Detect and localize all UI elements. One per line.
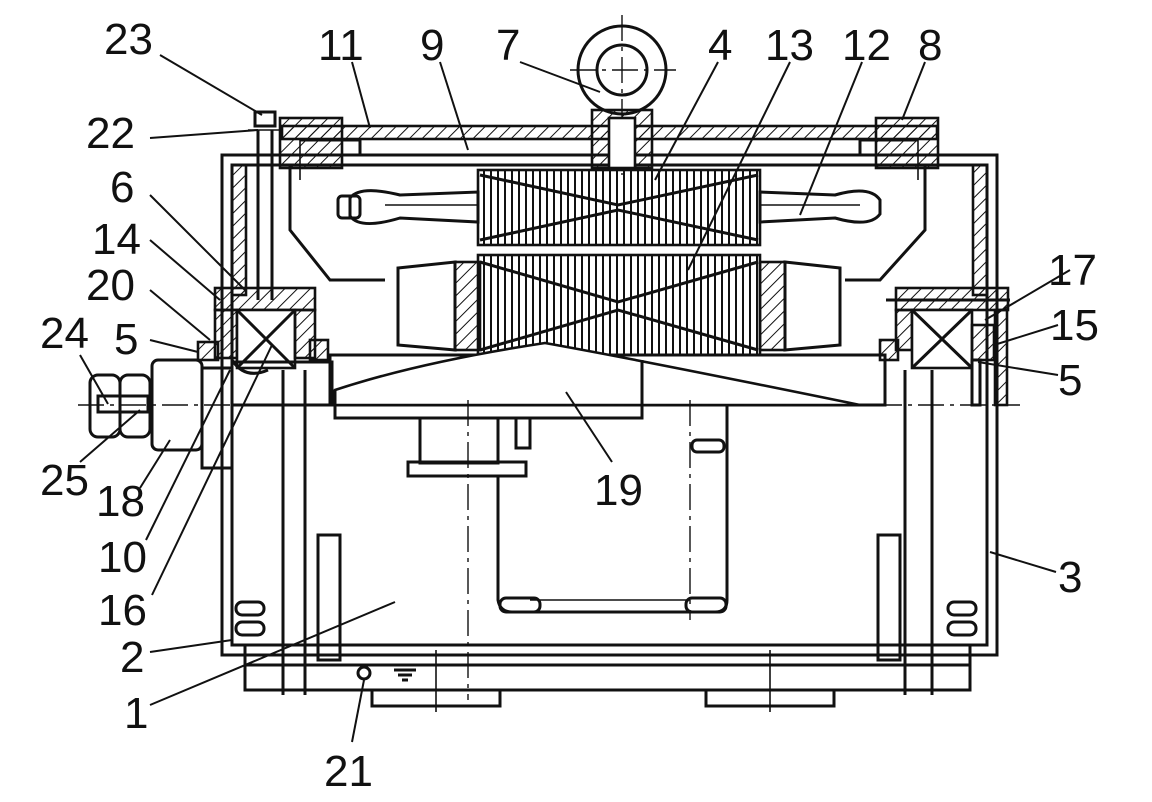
leader-lines [79,54,1071,743]
callout-9: 9 [420,21,444,70]
callout-1: 1 [124,689,148,738]
gear-assembly [406,400,729,700]
callout-24: 24 [40,309,89,358]
callout-8: 8 [918,21,942,70]
ground-symbol-icon [394,668,416,682]
callout-3: 3 [1058,553,1082,602]
callout-12: 12 [842,21,891,70]
callout-25: 25 [40,456,89,505]
callout-6: 6 [110,163,134,212]
callout-2: 2 [120,633,144,682]
callout-21: 21 [324,747,373,796]
callout-18: 18 [96,477,145,526]
shaft [78,341,1020,420]
callout-23: 23 [104,15,153,64]
callout-4: 4 [708,21,732,70]
callout-labels: 23 11 9 7 4 13 12 8 22 6 14 20 5 24 25 1… [40,15,1099,796]
right-bearing-assembly [878,286,1010,407]
base-plate [243,643,972,712]
callout-16: 16 [98,586,147,635]
callout-5-left: 5 [114,315,138,364]
rotor [396,253,842,357]
callout-13: 13 [765,21,814,70]
callout-22: 22 [86,109,135,158]
callout-5-right: 5 [1058,356,1082,405]
callout-10: 10 [98,533,147,582]
drain-plug-icon [356,665,372,681]
callout-15: 15 [1050,301,1099,350]
coupling [88,358,334,470]
stator [288,165,927,282]
lifting-eye [570,15,676,175]
callout-14: 14 [92,215,141,264]
callout-19: 19 [594,466,643,515]
callout-7: 7 [496,21,520,70]
callout-17: 17 [1048,246,1097,295]
callout-20: 20 [86,261,135,310]
callout-11: 11 [318,21,364,70]
